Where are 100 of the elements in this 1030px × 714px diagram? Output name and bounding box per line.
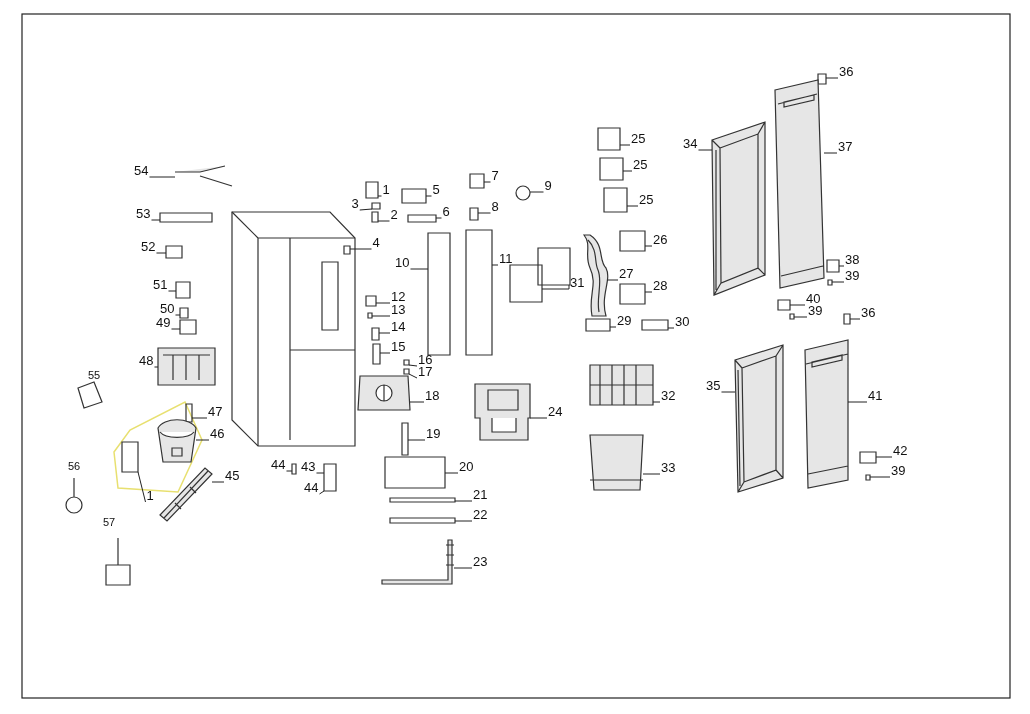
leader-line [155,252,167,254]
callout-number: 29 [616,314,633,327]
part-drawing [185,403,193,423]
callout-number: 27 [618,267,635,280]
part-drawing [179,319,197,335]
callout-number: 36 [838,65,855,78]
callout-number: 25 [632,158,649,171]
leader-line [191,417,208,419]
leader-line [838,265,845,267]
part-drawing [469,207,479,221]
callout-number: 3 [350,197,360,210]
part-drawing [789,313,795,320]
leader-line [349,248,372,250]
leader-line [409,268,429,270]
leader-line [823,152,838,154]
leader-line [170,328,181,330]
part-drawing [585,318,611,332]
callout-number: 12 [390,290,407,303]
leader-line [377,195,382,197]
leader-line [285,470,293,472]
leader-line [697,149,713,151]
part-drawing [157,419,197,463]
leader-line [622,170,633,172]
part-drawing [589,364,654,406]
callout-number: 44 [270,458,287,471]
part-drawing [157,347,216,386]
part-drawing [804,339,849,489]
callout-number: 23 [472,555,489,568]
leader-line [444,472,459,474]
leader-line [378,332,391,334]
callout-number: 34 [682,137,699,150]
part-drawing [843,313,851,325]
callout-number: 43 [300,460,317,473]
callout-number: 20 [458,460,475,473]
part-drawing [403,359,410,366]
part-drawing [343,245,351,255]
part-drawing [401,188,427,204]
leader-line [407,439,426,441]
callout-number: 11 [498,252,514,265]
part-drawing [407,214,437,223]
leader-line [174,314,181,316]
leader-line [529,191,544,193]
part-drawing [371,211,379,223]
callout-number: 15 [390,340,407,353]
part-drawing [371,327,380,341]
part-drawing [777,299,791,311]
leader-line [195,439,210,441]
leader-line [652,401,661,403]
leader-line [491,264,499,266]
callout-number: 19 [425,427,442,440]
callout-number: 42 [892,444,909,457]
callout-number: 55 [88,370,101,381]
callout-number: 35 [705,379,722,392]
callout-number: 51 [152,278,169,291]
leader-line [619,144,631,146]
leader-line [454,500,473,502]
part-drawing [641,319,669,331]
callout-number: 26 [652,233,669,246]
part-drawing [599,157,624,181]
leader-line [831,281,845,283]
leader-line [454,520,473,522]
callout-number: 57 [103,517,116,528]
leader-line [315,472,325,474]
part-drawing [357,375,411,411]
part-drawing [817,73,827,85]
leader-line [359,208,373,211]
leader-line [541,288,570,290]
callout-number: 30 [674,315,691,328]
part-drawing [159,212,213,223]
part-drawing [597,127,621,151]
part-drawing [827,279,833,286]
leader-line [167,290,177,292]
part-drawing [403,368,410,375]
part-drawing [469,173,485,189]
part-drawing [774,79,825,289]
callout-number: 32 [660,389,677,402]
part-drawing [175,281,191,299]
leader-line [453,567,473,569]
part-drawing [603,187,628,213]
part-drawing [179,307,189,319]
callout-number: 36 [860,306,877,319]
leader-line [153,366,159,368]
callout-number: 47 [207,405,224,418]
leader-line [644,291,653,293]
callout-number: 39 [890,464,907,477]
part-drawing [583,234,609,317]
callout-number: 44 [303,481,320,494]
leader-line [642,473,661,475]
callout-number: 56 [68,461,81,472]
part-drawing [865,474,871,481]
part-drawing [826,259,840,273]
leader-line [377,220,390,222]
callout-number: 25 [630,132,647,145]
part-drawing [401,422,409,456]
part-drawing [365,295,377,307]
leader-line [825,77,839,79]
leader-line [150,219,161,221]
callout-number: 48 [138,354,155,367]
callout-number: 52 [140,240,157,253]
part-drawing [291,463,297,475]
